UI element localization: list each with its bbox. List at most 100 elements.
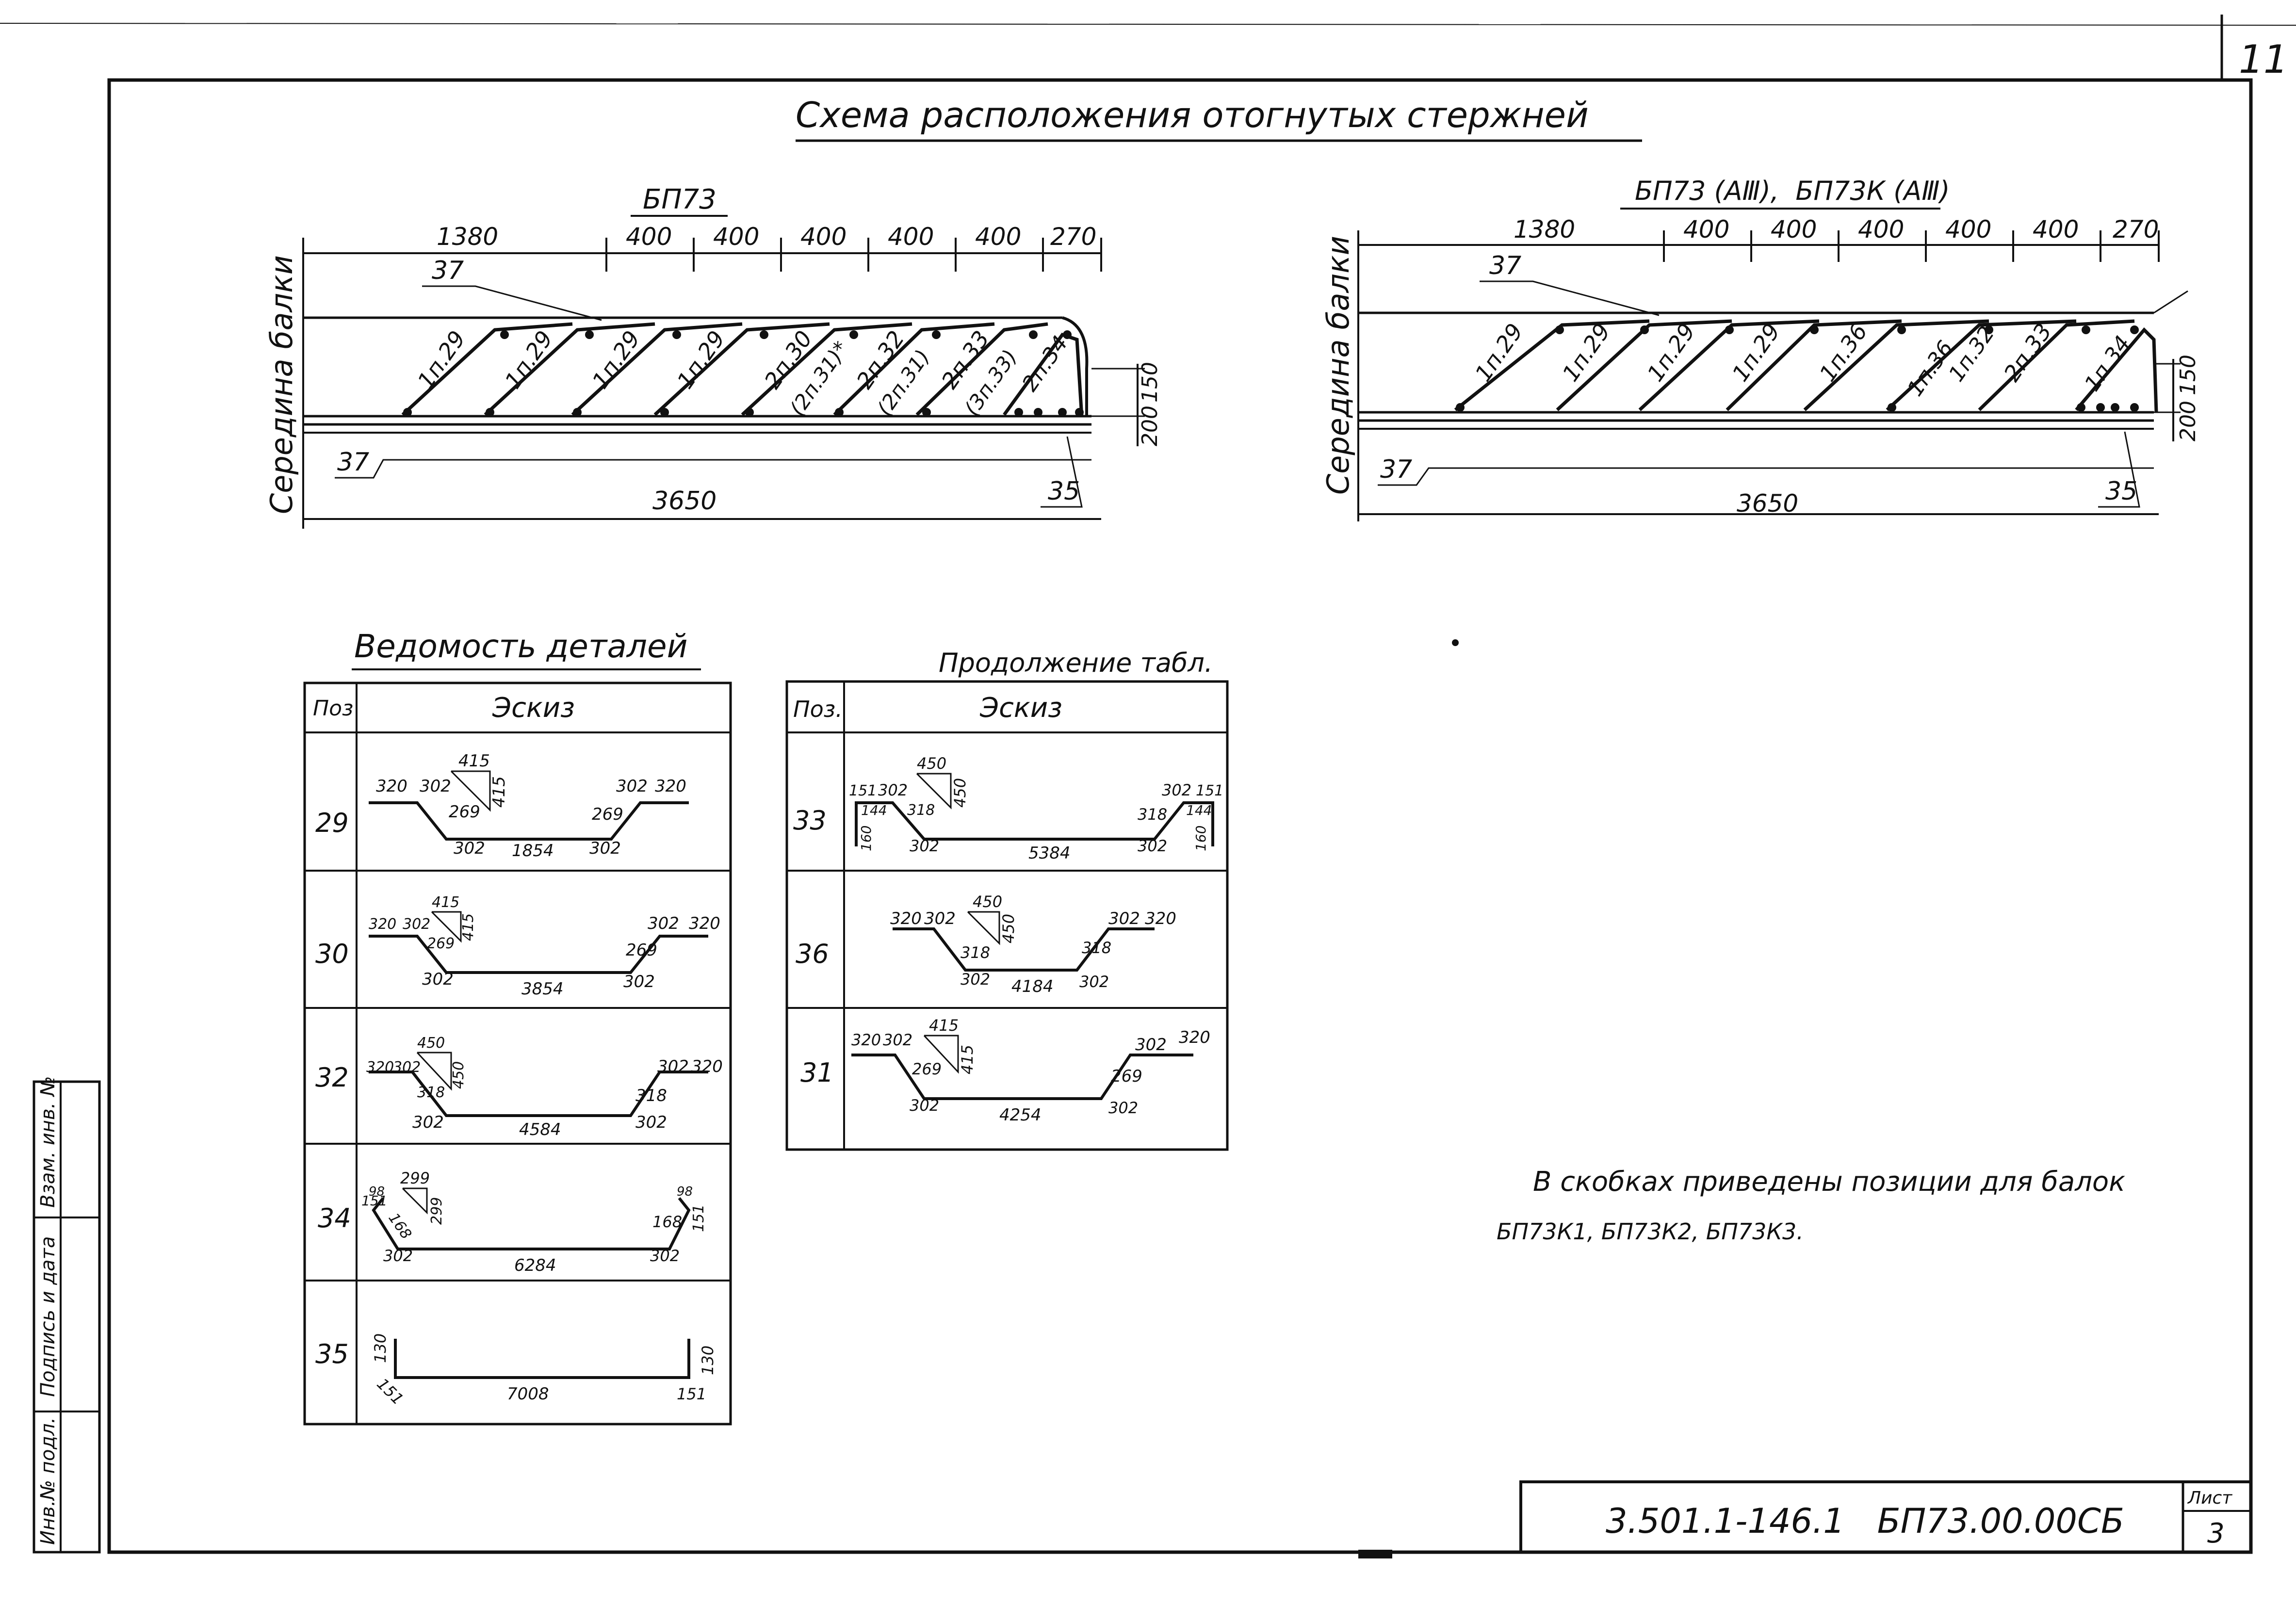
dim: 302: [910, 1096, 939, 1115]
dim: 450: [951, 778, 969, 808]
dim: 415: [958, 1045, 977, 1074]
bar-sketch-31: [851, 1054, 1193, 1100]
right-dim-270: 270: [2113, 215, 2159, 243]
dim: 269: [449, 802, 480, 822]
left-dim-150: 150: [1138, 362, 1162, 403]
row-pos: 31: [800, 1057, 834, 1088]
bar-sketch-36: [893, 927, 1155, 972]
dim: 144: [1186, 802, 1212, 818]
dim: 450: [973, 892, 1002, 911]
left-total-length: 3650: [652, 487, 716, 516]
dim: 151: [690, 1204, 707, 1232]
dim: 302: [1079, 973, 1109, 991]
dim: 302: [454, 839, 485, 858]
right-bar-label-4: 1п.29: [1727, 319, 1785, 387]
bar-sketch-32: [369, 1071, 708, 1117]
dim: 4584: [519, 1120, 561, 1139]
left-dim-200: 200: [1138, 406, 1162, 446]
bar-sketch-35: [394, 1339, 690, 1379]
dim: 160: [1193, 826, 1209, 851]
dim: 318: [417, 1084, 445, 1101]
dim: 269: [592, 805, 623, 824]
left-beam-diagram: БП73 1380 400 400 400 400 400 270 37: [264, 184, 1162, 529]
table1-row-29: 29 320 302 415 415 269 269 302 320 302 1…: [315, 751, 689, 860]
right-beam-diagram: БП73 (АⅢ), БП73К (АⅢ) 1380 400 400 400 4…: [1320, 176, 2200, 521]
right-pos-35-leader: [2098, 431, 2140, 508]
right-bar-label-9: 1п.34: [2080, 331, 2135, 396]
dim: 320: [1179, 1028, 1210, 1047]
dim: 415: [489, 776, 509, 808]
side-stamp-replace: Взам. инв. №: [37, 1076, 59, 1208]
table1-frame: [303, 681, 732, 1426]
dim: 450: [450, 1061, 467, 1089]
right-pos-37-leader: [1480, 280, 1660, 316]
dim: 415: [432, 894, 459, 911]
side-stamp: Инв.№ подл. Подпись и дата Взам. инв. №: [33, 1076, 101, 1554]
sheet-frame: [107, 78, 2253, 1554]
dim: 318: [1138, 805, 1167, 824]
left-pos-37-bottom-leader: [335, 459, 1091, 479]
bottom-mark: [1358, 1550, 1392, 1558]
dim: 320: [851, 1031, 881, 1049]
dim: 318: [1082, 939, 1111, 957]
right-bar-dots: [1456, 325, 2139, 412]
details-table-continuation: Продолжение табл. Поз. Эскиз 33 151 302 …: [785, 648, 1229, 1151]
left-dim-400-a: 400: [626, 223, 672, 251]
dim: 302: [420, 777, 451, 796]
dim: 4254: [999, 1105, 1042, 1125]
dim: 269: [626, 941, 657, 960]
dim: 320: [376, 777, 407, 796]
dim: 6284: [514, 1256, 556, 1275]
stray-dot: [1452, 639, 1459, 646]
dim: 320: [369, 916, 396, 933]
left-dim-400-b: 400: [713, 223, 759, 251]
right-bar-label-3: 1п.29: [1642, 319, 1700, 387]
table2-row-36: 36 320 302 450 450 318 318 302 320 302 4…: [796, 892, 1176, 996]
row-pos: 30: [315, 939, 349, 969]
side-stamp-inv: Инв.№ подл.: [37, 1417, 59, 1545]
dim: 1854: [512, 841, 554, 860]
row-pos: 32: [315, 1062, 349, 1093]
side-stamp-sign: Подпись и дата: [37, 1236, 59, 1397]
side-stamp-frame: [33, 1080, 101, 1554]
dim: 450: [999, 914, 1018, 943]
dim: 302: [1108, 909, 1140, 928]
left-pos-37-leader: [422, 285, 602, 321]
sheet-number: 3: [2207, 1518, 2225, 1549]
right-bent-bars: [1454, 319, 2158, 413]
dim: 98: [677, 1184, 693, 1199]
dim: 3854: [521, 979, 564, 999]
dim: 151: [361, 1193, 387, 1209]
table1-row-34: 34 151 299 299 168 168 151 302 6284 302 …: [318, 1169, 707, 1275]
table1-row-dividers: [305, 731, 731, 1282]
dim: 415: [929, 1016, 959, 1035]
row-pos: 29: [315, 808, 349, 838]
left-pos-37-top: 37: [432, 256, 464, 285]
dim: 302: [383, 1247, 413, 1265]
bend-triangle-34: [402, 1187, 428, 1215]
dim: 151: [677, 1385, 706, 1403]
table1-row-32: 32 320 302 450 450 318 318 302 320 302 4…: [315, 1035, 723, 1139]
dim: 151: [1196, 782, 1223, 799]
dim: 302: [616, 777, 648, 796]
dim: 302: [1108, 1099, 1138, 1117]
dim: 168: [652, 1213, 682, 1231]
left-dim-400-d: 400: [888, 223, 934, 251]
note-line-2: БП73К1, БП73К2, БП73К3.: [1497, 1218, 1804, 1245]
drawing-title: Схема расположения отогнутых стержней: [796, 95, 1589, 135]
left-pos-37-bottom: 37: [337, 448, 369, 477]
dim: 415: [458, 751, 490, 771]
dim: 130: [371, 1333, 390, 1363]
bend-triangle-32: [416, 1052, 452, 1091]
dim: 302: [623, 972, 655, 991]
right-beam-top-slope: [2153, 290, 2188, 314]
bar-sketch-34: [372, 1197, 691, 1250]
dim: 302: [422, 970, 454, 989]
dim: 318: [635, 1086, 667, 1105]
right-dim-150: 150: [2176, 355, 2200, 395]
left-pos-35: 35: [1048, 477, 1080, 506]
dim: 302: [657, 1057, 689, 1076]
row-pos: 36: [796, 939, 829, 969]
dim: 302: [878, 781, 908, 799]
dim: 450: [917, 754, 946, 773]
